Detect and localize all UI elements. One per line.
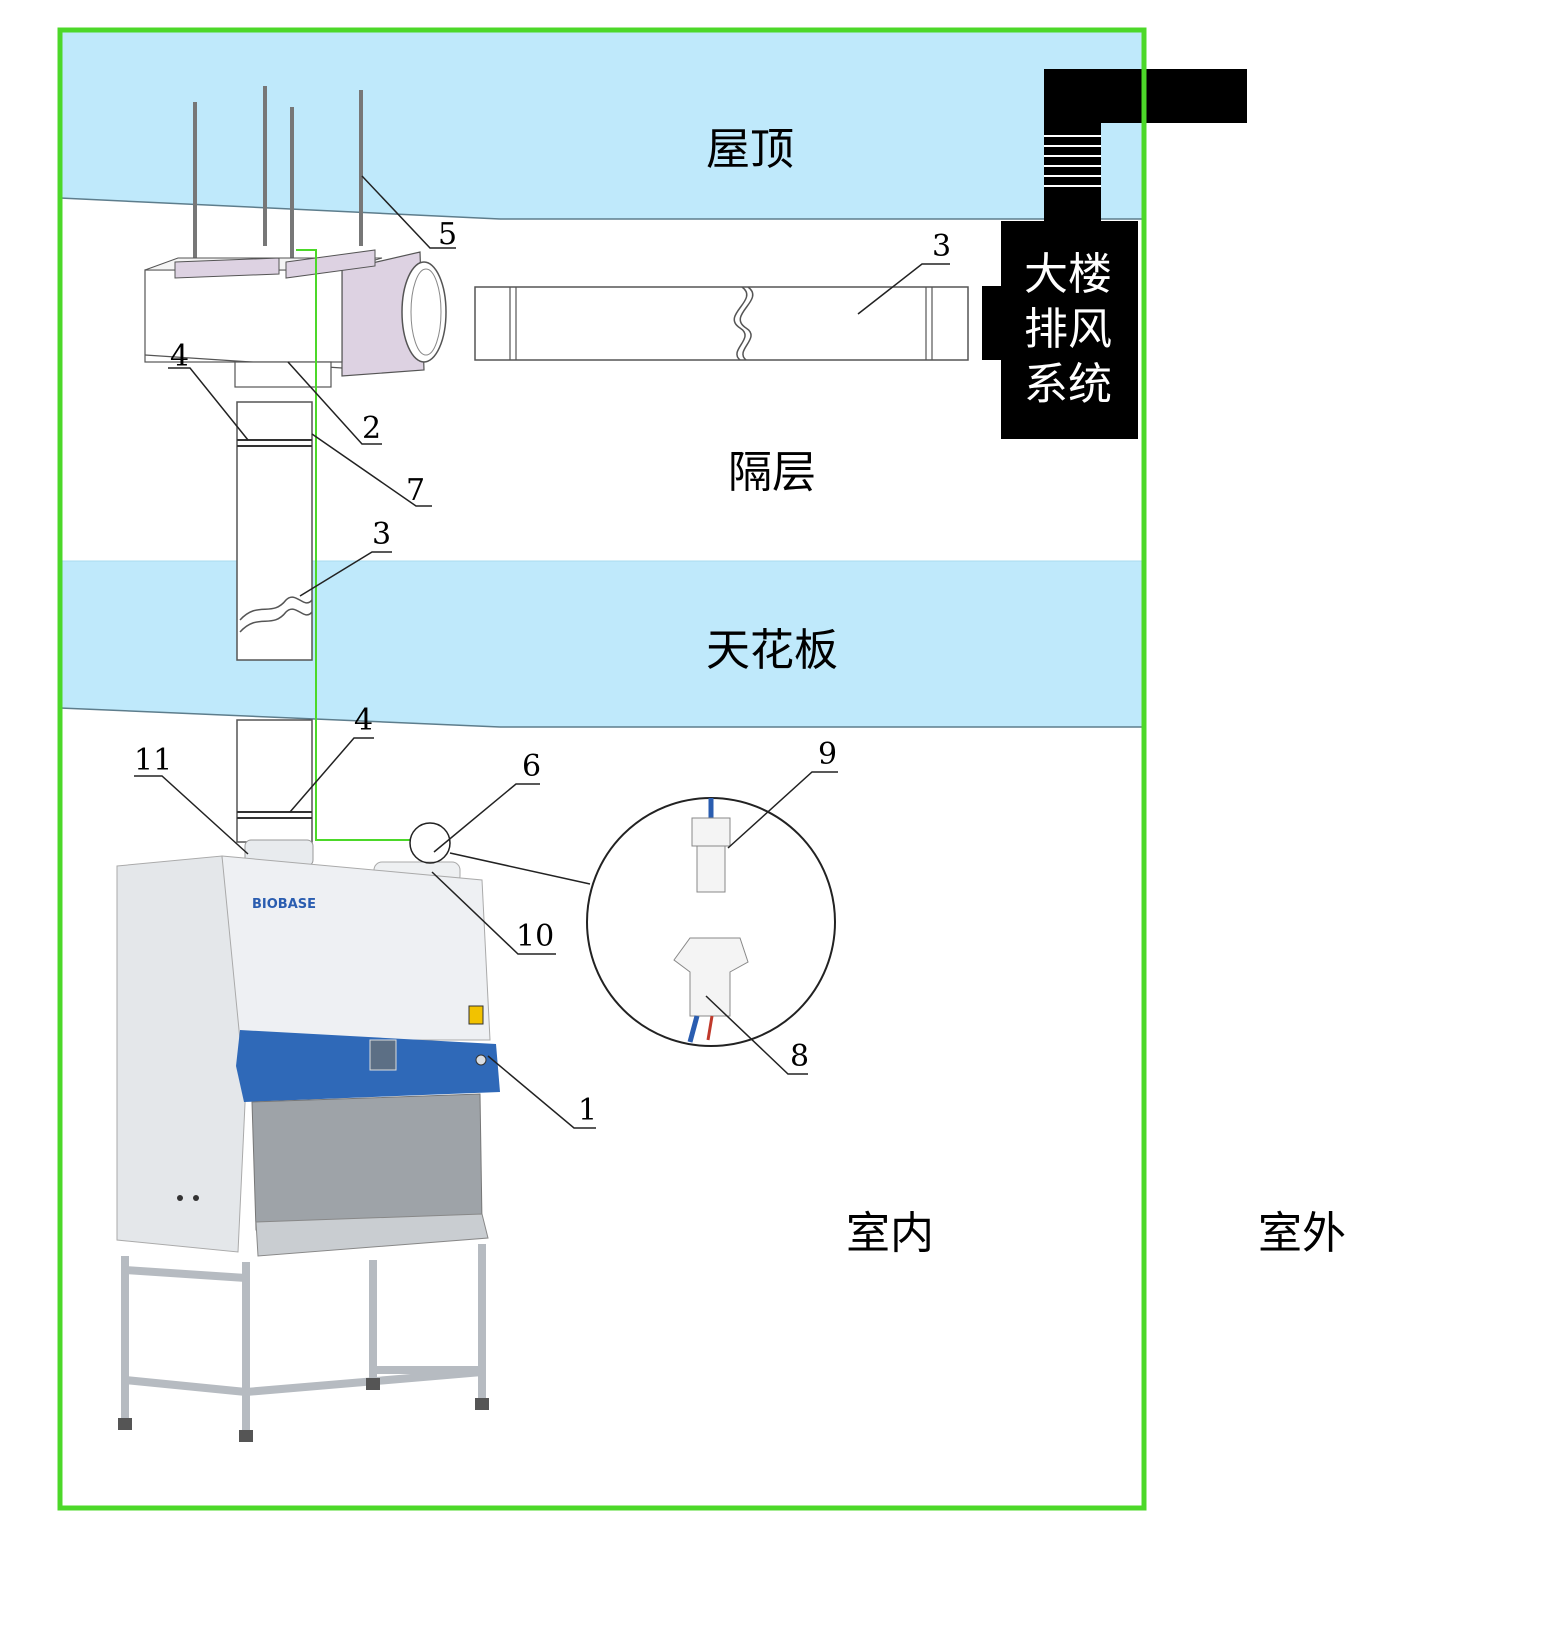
callout-1: 1: [578, 1093, 597, 1128]
connector-small-circle: [409, 822, 451, 864]
exhaust-stack-riser: [1044, 69, 1101, 229]
callout-3-horizontal: 3: [932, 229, 951, 264]
exhaust-box: [1001, 221, 1138, 439]
support-bar-right: [285, 249, 376, 279]
callout-11: 11: [134, 743, 172, 778]
callout-7: 7: [406, 473, 425, 508]
callout-8: 8: [790, 1039, 809, 1074]
interlayer-label: 隔层: [728, 447, 816, 498]
leader-6: [433, 783, 540, 853]
leader-11: [134, 775, 249, 855]
horizontal-duct: [474, 286, 969, 361]
callout-leaders: [134, 175, 950, 1129]
roof-label: 屋顶: [706, 124, 794, 175]
horizontal-duct-body: [474, 286, 969, 361]
cabinet-work-opening: [251, 1093, 483, 1231]
callout-10: 10: [516, 919, 554, 954]
biohazard-sign-icon: [468, 1005, 484, 1025]
ceiling-label: 天花板: [706, 625, 838, 676]
cabinet-stand: [121, 1244, 486, 1432]
callout-2: 2: [362, 411, 381, 446]
callout-9: 9: [818, 737, 837, 772]
exhaust-label-line1: 大楼: [1024, 249, 1112, 300]
ceiling-slab-bottom-edge: [59, 707, 501, 728]
leader-4a: [168, 367, 249, 441]
exhaust-inlet-collar: [982, 286, 1012, 360]
indoor-label: 室内: [846, 1208, 934, 1259]
cabinet-work-surface: [255, 1213, 489, 1257]
biosafety-cabinet: BIOBASE: [116, 839, 500, 1442]
outdoor-label: 室外: [1258, 1208, 1346, 1259]
cabinet-side: [116, 855, 249, 1253]
exhaust-flex-bellows: [1044, 135, 1101, 187]
exhaust-label-line3: 系统: [1024, 359, 1112, 410]
exhaust-label-line2: 排风: [1024, 304, 1112, 355]
building-exhaust-system: 大楼 排风 系统: [982, 69, 1247, 439]
roof-slab: [60, 30, 1144, 219]
exhaust-damper-box: [144, 249, 447, 388]
leader-9: [727, 771, 838, 849]
cabinet-brand: BIOBASE: [252, 897, 316, 912]
callout-3-vertical: 3: [372, 517, 391, 552]
damper-front: [144, 269, 343, 363]
building-boundary: [57, 27, 1147, 1511]
leader-4b: [289, 737, 374, 813]
roof-slab-edge: [59, 197, 501, 220]
leader-3a: [857, 263, 950, 315]
vertical-duct-break: [239, 596, 313, 633]
connector-female: [673, 937, 749, 1043]
leader-2: [287, 361, 382, 445]
vertical-duct: [236, 401, 313, 843]
leader-7: [311, 433, 432, 507]
hanging-rods: [193, 86, 363, 262]
cabinet-front-upper: [221, 855, 491, 1041]
connector-male: [691, 798, 731, 893]
damper-outlet-inner: [410, 268, 442, 356]
leader-1: [487, 1055, 596, 1129]
detail-leader: [449, 852, 591, 885]
leader-10: [431, 871, 556, 955]
cabinet-control-panel: [369, 1039, 397, 1071]
ceiling-slab: [60, 561, 1144, 727]
callout-4-lower: 4: [354, 703, 373, 738]
cabinet-casters: [118, 1378, 489, 1442]
callout-5: 5: [438, 217, 457, 252]
callout-4-upper: 4: [170, 339, 189, 374]
cabinet-key-switch-icon: [475, 1054, 487, 1066]
cabinet-control-band: [236, 1030, 500, 1102]
leader-5: [361, 175, 456, 249]
vertical-duct-lower: [236, 719, 313, 843]
horizontal-duct-break: [733, 286, 754, 361]
signal-wire: [296, 249, 410, 841]
leader-8: [705, 995, 808, 1075]
support-bar-left: [174, 257, 280, 279]
leader-3b: [299, 551, 392, 597]
callout-6: 6: [522, 749, 541, 784]
